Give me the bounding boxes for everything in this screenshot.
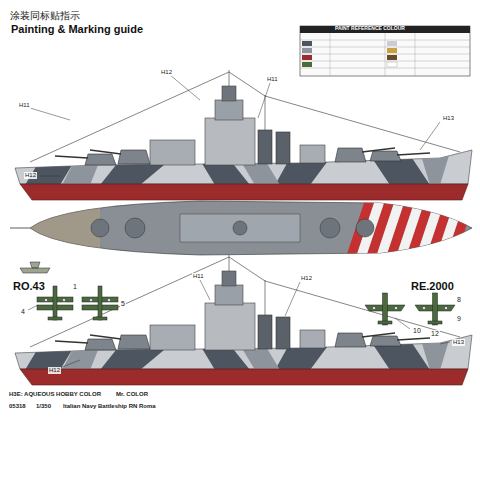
callout-number: 8 — [456, 296, 462, 304]
callout-color: H12 — [24, 172, 37, 179]
callout-number: 12 — [430, 330, 440, 338]
aircraft-name: RE.2000 — [410, 280, 455, 292]
paint-brand: H3E: AQUEOUS HOBBY COLOR — [8, 391, 102, 398]
callout-color: H12 — [300, 275, 313, 282]
callout-color: H11 — [18, 102, 31, 109]
callout-number: 9 — [456, 315, 462, 323]
deck-plan — [10, 200, 475, 260]
callout-color: H13 — [452, 339, 465, 346]
kit-scale: 1/350 — [35, 403, 52, 410]
callout-number: 10 — [412, 327, 422, 335]
callout-color: H12 — [48, 367, 61, 374]
callout-color: H11 — [192, 273, 205, 280]
kit-number: 05318 — [8, 403, 27, 410]
callout-number: 1 — [72, 283, 78, 291]
callout-number: 4 — [20, 308, 26, 316]
leader-lines — [28, 75, 450, 368]
aircraft-name: RO.43 — [12, 280, 46, 292]
paint-brand: Mr. COLOR — [115, 391, 149, 398]
aircraft — [20, 262, 455, 325]
callout-color: H12 — [160, 69, 173, 76]
kit-name: Italian Navy Battleship RN Roma — [62, 403, 157, 410]
callout-color: H11 — [266, 76, 279, 83]
guide-title: 涂装同标贴指示 — [10, 10, 80, 21]
table-header: PAINT REFERENCE COLOUR — [334, 26, 406, 32]
callout-color: H13 — [442, 115, 455, 122]
paint-table — [300, 26, 470, 76]
callout-number: 5 — [120, 300, 126, 308]
guide-subtitle: Painting & Marking guide — [10, 23, 144, 35]
